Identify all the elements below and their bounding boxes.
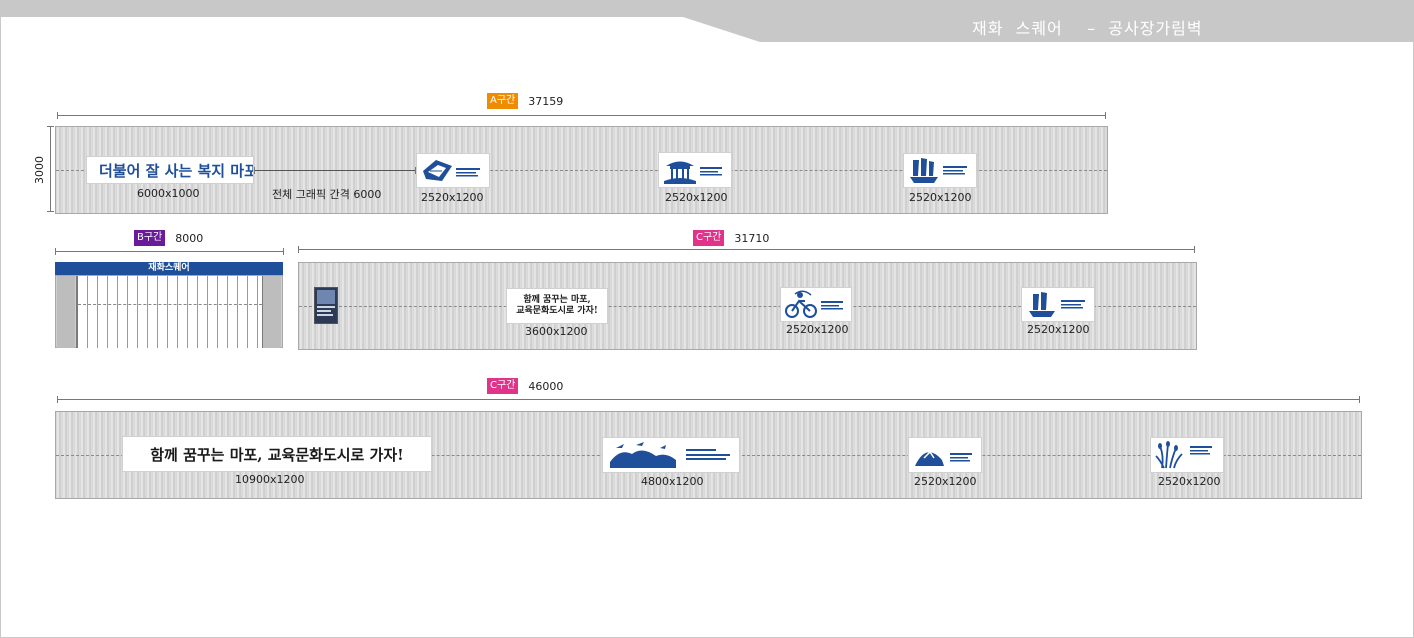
section-c2-dimension-line [57, 396, 1360, 403]
ship-icon [910, 157, 967, 183]
pavilion-icon [664, 161, 722, 184]
height-dimension-value: 3000 [33, 156, 46, 184]
slogan-line-2: 교육문화도시로 가자! [516, 306, 598, 316]
wall-centerline [299, 306, 1196, 307]
landscape-icon [610, 442, 730, 468]
gate-pillar-right [263, 276, 281, 348]
mapo-banner-size: 6000x1000 [137, 187, 200, 200]
slogan-line-1: 함께 꿈꾸는 마포, [523, 295, 591, 305]
section-a-banner-1-size: 2520x1200 [421, 191, 484, 204]
section-c2-slogan-size: 10900x1200 [235, 473, 305, 486]
section-a-badge: A구간 [487, 93, 519, 109]
section-c1-slogan-size: 3600x1200 [525, 325, 588, 338]
section-a-banner-1 [416, 153, 490, 188]
gate-doors [76, 276, 264, 348]
section-c1-badge: C구간 [693, 230, 725, 246]
section-a-banner-3 [903, 153, 977, 188]
ship-icon [1029, 291, 1085, 317]
gate-sign: 재화스퀘어 [55, 262, 283, 275]
section-c2-wide-banner [602, 437, 740, 473]
height-dimension-line [47, 126, 54, 212]
section-a-banner-3-size: 2520x1200 [909, 191, 972, 204]
section-c2-wide-banner-size: 4800x1200 [641, 475, 704, 488]
spacing-note: 전체 그래픽 간격 6000 [272, 188, 382, 201]
info-board-photo [317, 290, 335, 304]
section-c2-badge: C구간 [487, 378, 519, 394]
mountain-icon [915, 450, 972, 466]
wall-centerline [56, 170, 1107, 171]
section-c1-slogan-banner: 함께 꿈꾸는 마포, 교육문화도시로 가자! [506, 288, 608, 324]
section-c2-length: 46000 [528, 379, 564, 393]
info-board [314, 287, 338, 324]
mapo-welfare-banner: 더불어 잘 사는 복지 마포 [86, 156, 254, 184]
section-c1-label: C구간 31710 [693, 230, 769, 246]
section-c2-label: C구간 46000 [487, 378, 563, 394]
section-c1-banner-2 [1021, 287, 1095, 322]
section-c2-slogan-banner: 함께 꿈꾸는 마포, 교육문화도시로 가자! [122, 436, 432, 472]
section-c2-banner-1-size: 2520x1200 [914, 475, 977, 488]
section-b-badge: B구간 [134, 230, 166, 246]
site-gate: 재화스퀘어 [55, 262, 283, 348]
section-c2-banner-2 [1150, 437, 1224, 473]
section-b-length: 8000 [175, 231, 204, 245]
section-b-label: B구간 8000 [134, 230, 203, 246]
gate-body [55, 275, 283, 348]
section-c1-dimension-line [298, 246, 1195, 253]
gate-pillar-left [57, 276, 75, 348]
section-a-banner-2 [658, 152, 732, 188]
section-c1-banner-2-size: 2520x1200 [1027, 323, 1090, 336]
section-c2-banner-1 [908, 437, 982, 473]
section-c2-banner-2-size: 2520x1200 [1158, 475, 1221, 488]
section-c1-length: 31710 [734, 231, 770, 245]
slogan-text: 함께 꿈꾸는 마포, 교육문화도시로 가자! [150, 445, 404, 464]
cyclist-icon [785, 290, 843, 318]
section-a-label: A구간 37159 [487, 93, 563, 109]
header-band [0, 0, 1414, 42]
section-b-dimension-line [55, 248, 284, 255]
section-a-dimension-line [57, 112, 1106, 119]
spacing-line [254, 167, 416, 174]
section-a-banner-2-size: 2520x1200 [665, 191, 728, 204]
section-c1-banner-1 [780, 287, 852, 322]
building-icon [423, 159, 480, 181]
section-a-length: 37159 [528, 94, 564, 108]
section-c1-banner-1-size: 2520x1200 [786, 323, 849, 336]
reeds-icon [1155, 441, 1212, 469]
page-title: 재화 스퀘어 – 공사장가림벽 [972, 19, 1203, 38]
mapo-banner-text: 더불어 잘 사는 복지 마포 [99, 161, 254, 180]
